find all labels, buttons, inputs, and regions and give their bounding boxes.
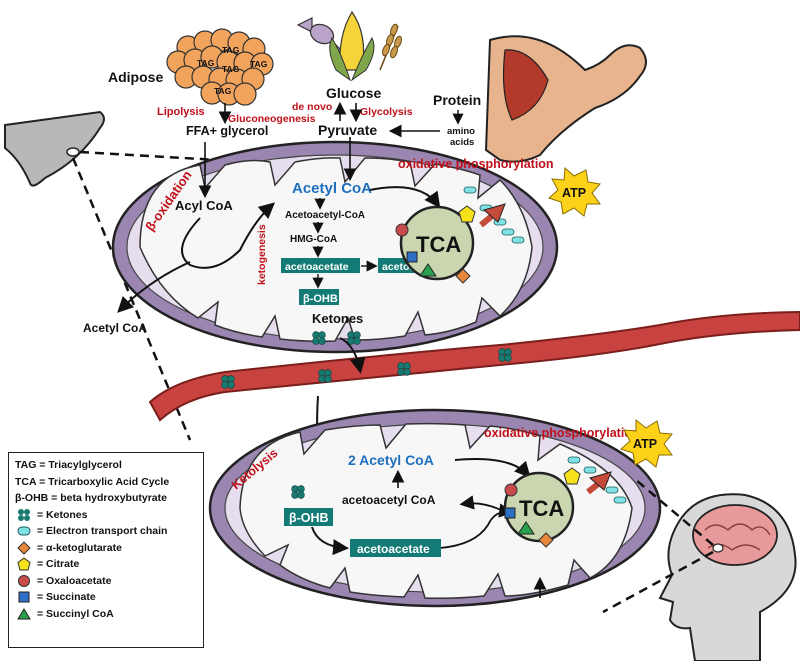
- acetylcoa-to-tca-lower-arrow: [454, 458, 531, 478]
- blood-vessel: [148, 310, 800, 422]
- brain-link-line-2: [602, 550, 714, 614]
- amino-label: amino: [447, 126, 475, 137]
- atp-label-lower: ATP: [633, 437, 657, 451]
- wheat-icon: [379, 23, 402, 71]
- bohb-lower-label: β-OHB: [289, 511, 329, 525]
- pyruvate-label: Pyruvate: [318, 122, 377, 138]
- acids-label: acids: [450, 137, 474, 148]
- acyl-coa-label: Acyl CoA: [175, 198, 233, 213]
- legend-item-succinate: = Succinate: [15, 589, 197, 606]
- green-triangle-icon: [17, 607, 31, 620]
- brain-link-line-1: [635, 479, 714, 546]
- glycolysis-label: Glycolysis: [360, 106, 413, 118]
- legend-item-citrate: = Citrate: [15, 556, 197, 573]
- atp-burst-upper: [548, 166, 601, 217]
- legend-label-citrate: = Citrate: [37, 558, 80, 571]
- tag-label-1: TAG: [197, 58, 215, 68]
- acetoacetate-box: [281, 258, 360, 273]
- ketones-label: Ketones: [312, 311, 363, 326]
- adipose-cells-icon: [166, 28, 274, 106]
- acetyl-coa-out-label: Acetyl CoA: [83, 321, 147, 335]
- acetylcoa-exit-arrow: [117, 261, 191, 313]
- tag-label-3: TAG: [222, 64, 240, 74]
- glucose-label: Glucose: [326, 85, 381, 101]
- legend-item-succinyl-coa: = Succinyl CoA: [15, 606, 197, 623]
- tca-cycle-lower: [503, 467, 581, 548]
- beta-oxidation-cycle-arrow: [181, 202, 275, 269]
- etc-capsule-icon: [17, 526, 31, 536]
- legend-label-oxaloacetate: = Oxaloacetate: [37, 574, 112, 587]
- atp-label-upper: ATP: [562, 186, 586, 200]
- yellow-pentagon-icon: [17, 557, 31, 571]
- lipolysis-label: Lipolysis: [157, 106, 205, 118]
- two-acetyl-coa-label: 2 Acetyl CoA: [348, 452, 434, 468]
- bohb-box: [299, 289, 339, 305]
- liver-icon: [4, 110, 105, 187]
- legend-definition-tca: TCA = Tricarboxylic Acid Cycle: [15, 475, 170, 488]
- corn-icon: [329, 10, 375, 82]
- legend: TAG = Triacylglycerol TCA = Tricarboxyli…: [8, 452, 204, 648]
- adipose-label: Adipose: [108, 69, 163, 85]
- bohb-label: β-OHB: [303, 293, 338, 305]
- acetoacetate-to-tca-arrow: [439, 503, 514, 549]
- acetoacetyl-coa-lower-label: acetoacetyl CoA: [342, 493, 436, 507]
- tca-cycle-upper: [395, 205, 476, 284]
- orange-diamond-icon: [17, 541, 31, 555]
- legend-item-alpha-ketoglutarate: = α-ketoglutarate: [15, 540, 197, 557]
- flexed-arm-icon: [484, 35, 647, 163]
- legend-definition-tag: TAG = Triacylglycerol: [15, 459, 122, 472]
- acetyl-coa-label: Acetyl CoA: [292, 180, 372, 197]
- human-head-icon: [658, 493, 797, 661]
- legend-label-alpha-ketoglutarate: = α-ketoglutarate: [37, 541, 122, 554]
- tag-label-4: TAG: [250, 59, 268, 69]
- tca-label-lower: TCA: [519, 496, 564, 521]
- ketones-to-blood-arrow: [339, 337, 366, 374]
- tag-label-2: TAG: [222, 45, 240, 55]
- legend-label-ketones: = Ketones: [37, 508, 88, 521]
- atp-burst-lower: [620, 418, 673, 468]
- blue-square-icon: [18, 591, 30, 603]
- legend-label-etc: = Electron transport chain: [37, 525, 168, 538]
- protein-label: Protein: [433, 92, 481, 108]
- acetoacetate-lower-box: [350, 539, 441, 557]
- legend-item-etc: = Electron transport chain: [15, 523, 197, 540]
- de-novo-label: de novo: [292, 101, 332, 113]
- hmg-coa-label: HMG-CoA: [290, 234, 337, 245]
- bohb-to-acetoacetate-arrow: [311, 526, 349, 556]
- acetoacetyl-coa-label: Acetoacetyl-CoA: [285, 210, 365, 221]
- oxidative-phosphorylation-lower-label: oxidative phosphorylation: [484, 426, 640, 440]
- oxidative-phosphorylation-label: oxidative phosphorylation: [398, 157, 554, 171]
- acetylcoa-to-tca-arrow: [369, 186, 441, 209]
- legend-item-oxaloacetate: = Oxaloacetate: [15, 573, 197, 590]
- gluconeogenesis-label: Gluconeogenesis: [228, 113, 316, 125]
- tag-label-5: TAG: [214, 86, 232, 96]
- acetoacetate-label: acetoacetate: [285, 261, 349, 273]
- bohb-lower-box: [284, 508, 333, 526]
- tca-label-upper: TCA: [416, 232, 461, 257]
- red-circle-icon: [18, 574, 30, 587]
- legend-definition-bohb: β-OHB = beta hydroxybutyrate: [15, 492, 167, 505]
- ffa-glycerol-label: FFA+ glycerol: [186, 124, 268, 138]
- ketone-cluster-icon: [18, 508, 30, 521]
- ketogenesis-label: ketogenesis: [256, 224, 268, 285]
- legend-item-ketones: = Ketones: [15, 507, 197, 524]
- legend-label-succinyl-coa: = Succinyl CoA: [37, 607, 114, 620]
- legend-label-succinate: = Succinate: [37, 591, 96, 604]
- acetoacetate-lower-label: acetoacetate: [357, 542, 430, 556]
